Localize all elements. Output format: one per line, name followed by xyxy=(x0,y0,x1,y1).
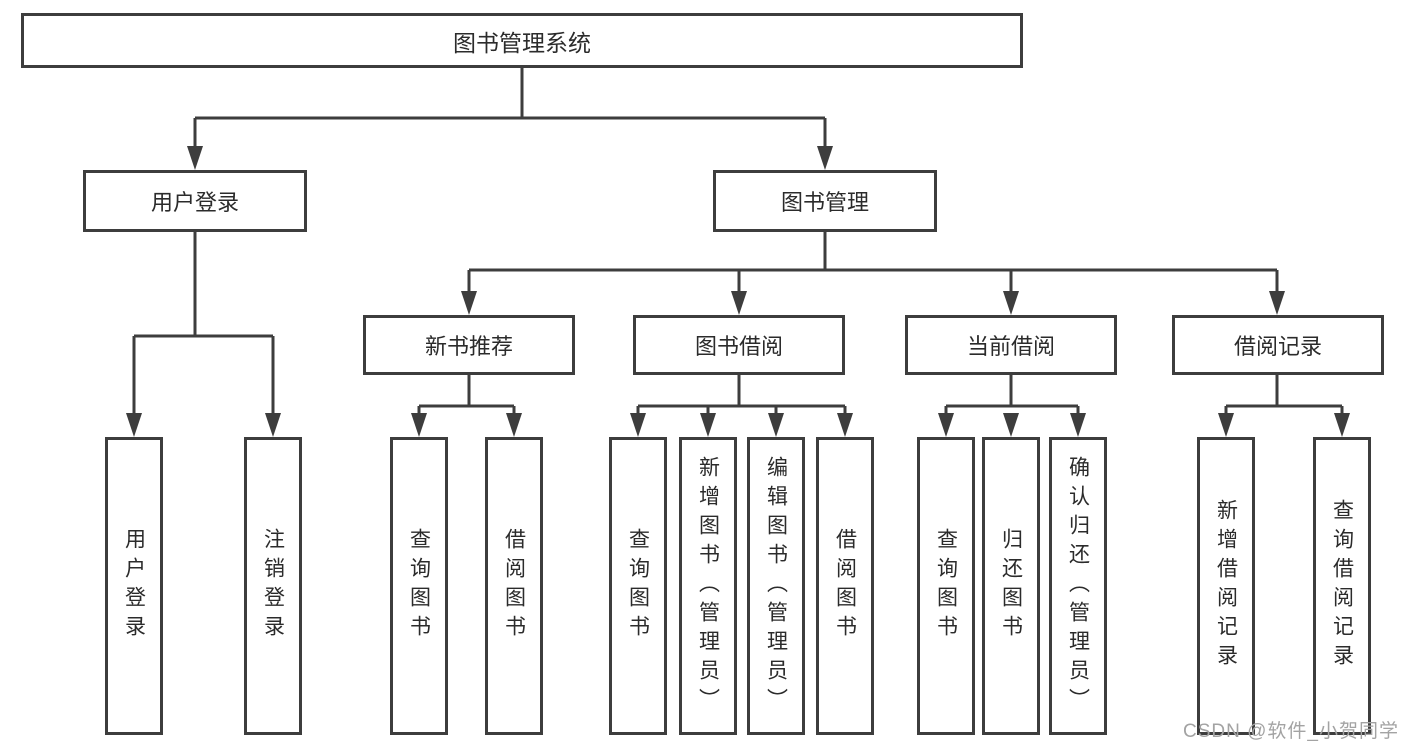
node-label: 查询图书 xyxy=(407,528,431,644)
leaf-add-borrow-record: 新增借阅记录 xyxy=(1197,437,1255,735)
node-label: 图书管理 xyxy=(780,190,869,215)
node-new-book-recommend: 新书推荐 xyxy=(363,315,575,375)
node-book-management: 图书管理 xyxy=(713,170,937,232)
leaf-user-login: 用户登录 xyxy=(105,437,163,735)
node-label: 注销登录 xyxy=(261,528,285,644)
node-label: 查询借阅记录 xyxy=(1330,499,1354,673)
leaf-logout: 注销登录 xyxy=(244,437,302,735)
node-library-management-system: 图书管理系统 xyxy=(21,13,1023,68)
node-user-login: 用户登录 xyxy=(83,170,307,232)
node-label: 借阅图书 xyxy=(502,528,526,644)
node-label: 借阅图书 xyxy=(833,528,857,644)
node-label: 编辑图书（管理员） xyxy=(764,455,788,717)
leaf-confirm-return-admin: 确认归还（管理员） xyxy=(1049,437,1107,735)
leaf-edit-books-admin: 编辑图书（管理员） xyxy=(747,437,805,735)
leaf-borrow-books-recommend: 借阅图书 xyxy=(485,437,543,735)
node-label: 用户登录 xyxy=(150,190,239,215)
leaf-add-books-admin: 新增图书（管理员） xyxy=(679,437,737,735)
node-label: 新增借阅记录 xyxy=(1214,499,1238,673)
leaf-query-borrow-record: 查询借阅记录 xyxy=(1313,437,1371,735)
leaf-query-books-borrow: 查询图书 xyxy=(609,437,667,735)
node-label: 当前借阅 xyxy=(966,334,1055,359)
leaf-borrow-books: 借阅图书 xyxy=(816,437,874,735)
node-borrow-records: 借阅记录 xyxy=(1172,315,1384,375)
node-label: 查询图书 xyxy=(626,528,650,644)
node-label: 新书推荐 xyxy=(424,334,513,359)
leaf-query-books-recommend: 查询图书 xyxy=(390,437,448,735)
leaf-return-books: 归还图书 xyxy=(982,437,1040,735)
node-label: 确认归还（管理员） xyxy=(1066,455,1090,717)
node-label: 图书管理系统 xyxy=(453,29,591,56)
node-label: 图书借阅 xyxy=(694,334,783,359)
watermark: CSDN @软件_小贺同学 xyxy=(1183,721,1399,742)
node-label: 归还图书 xyxy=(999,528,1023,644)
node-label: 新增图书（管理员） xyxy=(696,455,720,717)
arrowhead-icons xyxy=(126,146,1350,437)
node-label: 借阅记录 xyxy=(1233,334,1322,359)
node-current-borrow: 当前借阅 xyxy=(905,315,1117,375)
node-label: 查询图书 xyxy=(934,528,958,644)
node-label: 用户登录 xyxy=(122,528,146,644)
leaf-query-books-current: 查询图书 xyxy=(917,437,975,735)
node-book-borrow: 图书借阅 xyxy=(633,315,845,375)
